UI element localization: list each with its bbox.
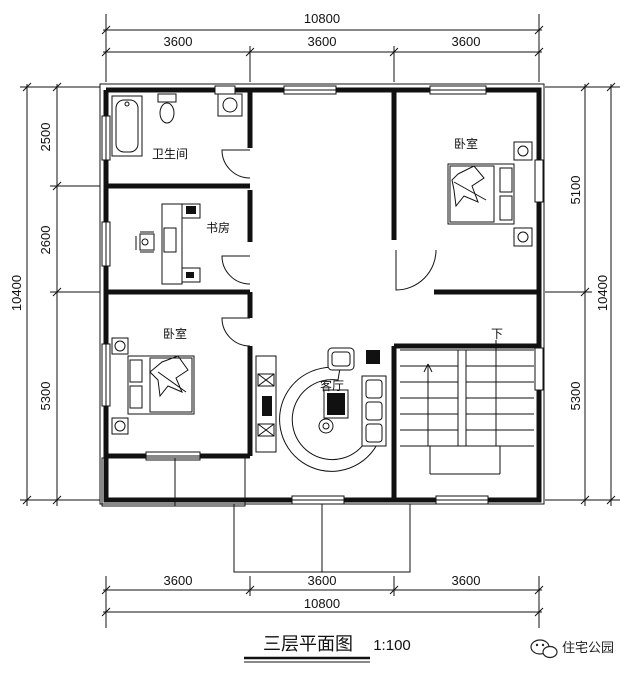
dim-right-seg-1: 5100 [568,176,583,205]
chair-icon [139,233,155,251]
dim-top-bay-3: 3600 [452,34,481,49]
room-label-bedroom-left: 卧室 [163,326,187,341]
wechat-icon [530,639,558,659]
dim-left-seg-2: 2600 [38,226,53,255]
sink-icon [217,93,243,117]
plan-title: 三层平面图 [263,634,353,655]
living-furniture [255,347,387,472]
plan-scale: 1:100 [373,637,411,654]
bedroom-left-furniture [111,337,195,435]
bed-icon [127,355,195,415]
dim-right-total: 10400 [595,275,610,311]
dim-top-bay-1: 3600 [164,34,193,49]
study-furniture [135,203,201,285]
right-dimensions: 5100 5300 10400 [545,82,620,506]
dim-left-seg-3: 5300 [38,382,53,411]
bedroom-right-furniture [447,141,533,247]
stair-down-label: 下 [491,327,503,341]
left-dimensions: 10400 2500 2600 5300 [9,82,100,506]
dim-top-total: 10800 [304,11,340,26]
toilet-icon [157,93,177,103]
nightstand-icon [111,337,129,355]
tv-icon [262,396,272,416]
dim-bottom-total: 10800 [304,596,340,611]
room-label-bathroom: 卫生间 [152,147,188,161]
plant-icon [366,350,380,364]
room-label-bedroom-right: 卧室 [454,136,478,151]
top-dimensions: 10800 3600 3600 3600 [101,11,544,82]
bottom-dimensions: 3600 3600 3600 10800 [101,573,544,628]
nightstand-icon [513,141,533,161]
bathroom-fixtures [111,93,243,157]
stair-railing [457,349,467,447]
dim-bottom-bay-1: 3600 [164,573,193,588]
dim-bottom-bay-3: 3600 [452,573,481,588]
room-label-study: 书房 [206,220,230,235]
drawing-title: 三层平面图 1:100 [244,634,411,663]
dim-left-total: 10400 [9,275,24,311]
dim-top-bay-2: 3600 [308,34,337,49]
room-label-living: 客厅 [320,378,344,393]
dim-right-seg-2: 5300 [568,382,583,411]
armchair-icon [327,347,355,371]
desk-icon [161,203,183,285]
dim-bottom-bay-2: 3600 [308,573,337,588]
watermark: 住宅公园 [530,639,614,659]
staircase [400,340,534,475]
doors [221,149,437,347]
watermark-text: 住宅公园 [562,641,614,656]
stair-arrow-icon [427,340,497,447]
bed-icon [447,163,515,225]
walls [99,83,545,573]
dim-left-seg-1: 2500 [38,123,53,152]
